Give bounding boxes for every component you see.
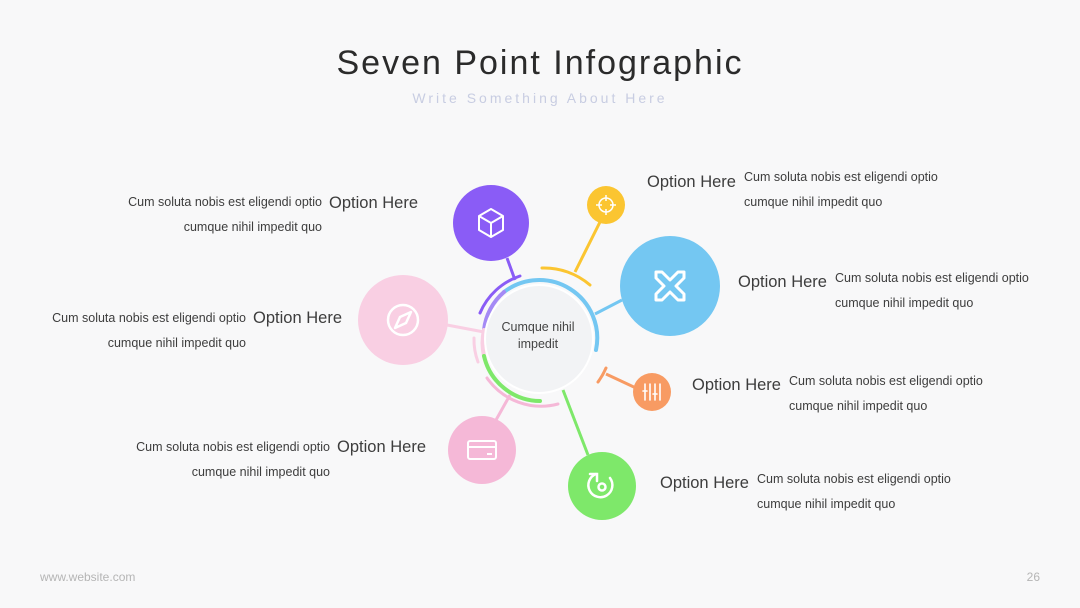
arc-pink-light (472, 336, 480, 364)
ring-green (482, 354, 542, 403)
ring-pink (480, 328, 486, 358)
arc-purple (478, 274, 522, 315)
ring-purple (482, 290, 506, 332)
node-green (568, 452, 636, 520)
page-title: Seven Point Infographic (336, 44, 744, 82)
cube-icon (478, 208, 504, 238)
ring-blue (502, 278, 600, 352)
refresh-icon (587, 472, 614, 499)
page-number: 26 (1026, 570, 1040, 584)
connector-blue (594, 298, 623, 316)
option-desc-green: Cum soluta nobis est eligendi optio cumq… (757, 472, 951, 511)
sliders-icon (642, 383, 661, 401)
connector-pink-light (446, 323, 485, 334)
option-desc-orange: Cum soluta nobis est eligendi optio cumq… (789, 374, 983, 413)
option-title-pink: Option Here (337, 438, 426, 456)
option-desc-purple: Cum soluta nobis est eligendi optio cumq… (128, 195, 322, 234)
node-pink (448, 416, 516, 484)
center-hub (484, 284, 594, 394)
option-desc-yellow: Cum soluta nobis est eligendi optio cumq… (744, 170, 938, 209)
arc-yellow (540, 266, 592, 287)
center-label: Cumque nihil impedit (501, 320, 575, 351)
option-desc-blue: Cum soluta nobis est eligendi optio cumq… (835, 271, 1029, 310)
connector-orange (605, 372, 637, 390)
option-title-orange: Option Here (692, 376, 781, 394)
option-desc-pink-light: Cum soluta nobis est eligendi optio cumq… (52, 311, 246, 350)
connector-purple (505, 257, 517, 281)
option-title-blue: Option Here (738, 273, 827, 291)
option-desc-pink: Cum soluta nobis est eligendi optio cumq… (136, 440, 330, 479)
page-subtitle: Write Something About Here (412, 90, 668, 106)
close-x-icon (654, 270, 686, 302)
option-title-pink-light: Option Here (253, 309, 342, 327)
footer-website: www.website.com (40, 570, 136, 584)
node-blue (620, 236, 720, 336)
option-title-purple: Option Here (329, 194, 418, 212)
arc-pink (485, 376, 560, 408)
compass-icon (386, 303, 420, 337)
connector-yellow (573, 221, 602, 273)
node-orange (633, 373, 671, 411)
connector-pink (494, 394, 512, 421)
connector-green (561, 389, 590, 456)
arc-orange (596, 366, 608, 384)
node-yellow (587, 186, 625, 224)
target-icon (596, 195, 616, 215)
option-title-green: Option Here (660, 474, 749, 492)
node-pink-light (358, 275, 448, 365)
credit-card-icon (467, 440, 497, 460)
option-title-yellow: Option Here (647, 173, 736, 191)
